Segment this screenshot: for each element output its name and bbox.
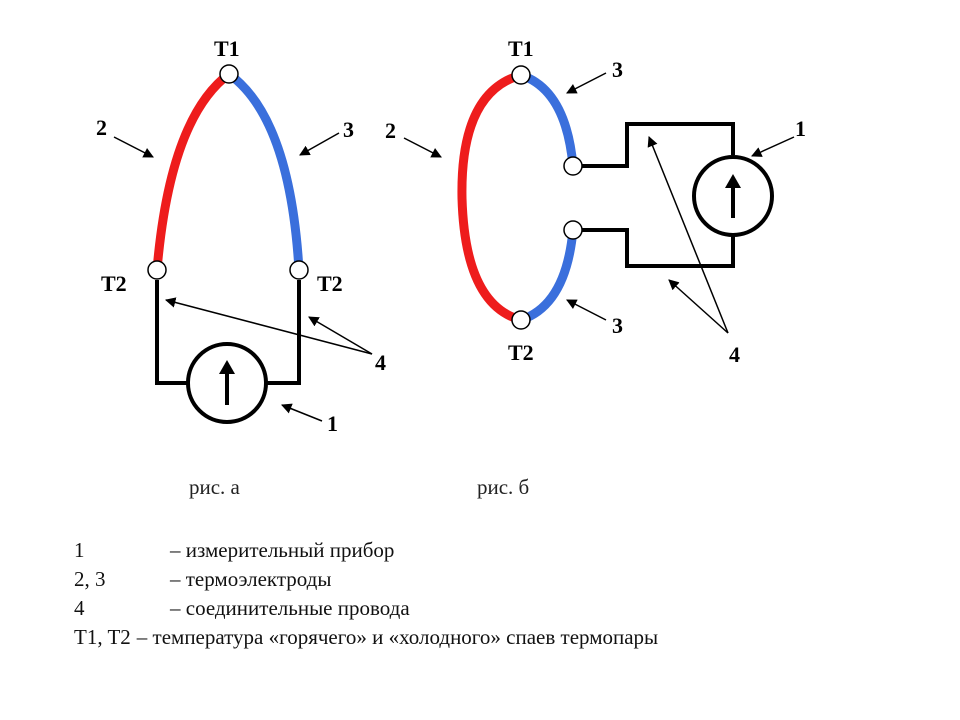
electrode-3-blue-top — [516, 70, 578, 171]
figure-b: T1 T2 2 3 3 4 1 рис. б — [385, 36, 806, 499]
arrow-label-2 — [403, 137, 442, 158]
up-arrow-icon — [725, 174, 741, 218]
cold-junction-t2-left — [147, 260, 167, 280]
label-4: 4 — [375, 350, 386, 375]
arrow-label-1 — [281, 403, 323, 422]
arrow-label-4-a — [164, 297, 373, 355]
legend-row: 4 – соединительные провода — [74, 594, 658, 623]
legend-row: T1, T2 – температура «горячего» и «холод… — [74, 623, 658, 652]
caption-b: рис. б — [477, 475, 529, 499]
arrow-label-3-bottom — [566, 299, 607, 321]
legend-key: 2, 3 — [74, 567, 106, 591]
label-1: 1 — [327, 411, 338, 436]
caption-a: рис. а — [189, 475, 241, 499]
terminal-top — [563, 156, 583, 176]
cold-junction-t2 — [511, 310, 531, 330]
electrode-3-blue-bottom — [516, 225, 578, 325]
legend-text: – температура «горячего» и «холодного» с… — [136, 625, 659, 649]
connecting-wire-bottom — [582, 228, 735, 268]
label-4: 4 — [729, 342, 740, 367]
arrow-label-4-b — [668, 279, 729, 334]
arrow-label-1 — [751, 136, 795, 157]
connecting-wire-left — [155, 280, 188, 385]
label-t2-left: T2 — [101, 271, 127, 296]
arrow-label-4-a — [647, 136, 729, 334]
legend-text: – термоэлектроды — [170, 567, 332, 591]
arrow-label-3 — [299, 132, 340, 156]
label-3-top: 3 — [612, 57, 623, 82]
arrow-label-4-b — [308, 316, 373, 355]
electrode-2-red — [457, 70, 526, 325]
hot-junction-t1 — [511, 65, 531, 85]
connecting-wire-right — [266, 280, 301, 385]
electrode-2-red — [152, 69, 234, 275]
legend-text: – соединительные провода — [170, 596, 410, 620]
connecting-wire-top — [582, 122, 735, 168]
label-t2: T2 — [508, 340, 534, 365]
label-t1: T1 — [508, 36, 534, 61]
legend-key: 4 — [74, 596, 85, 620]
label-3: 3 — [343, 117, 354, 142]
legend-row: 1 – измерительный прибор — [74, 536, 658, 565]
label-3-bottom: 3 — [612, 313, 623, 338]
hot-junction-t1 — [219, 64, 239, 84]
electrode-3-blue — [224, 69, 304, 275]
arrow-label-2 — [113, 136, 154, 158]
cold-junction-t2-right — [289, 260, 309, 280]
legend-key: 1 — [74, 538, 85, 562]
terminal-bottom — [563, 220, 583, 240]
label-2: 2 — [385, 118, 396, 143]
legend-row: 2, 3 – термоэлектроды — [74, 565, 658, 594]
label-t2-right: T2 — [317, 271, 343, 296]
legend-text: – измерительный прибор — [170, 538, 395, 562]
legend: 1 – измерительный прибор 2, 3 – термоэле… — [74, 536, 658, 652]
label-2: 2 — [96, 115, 107, 140]
figure-a: T1 T2 T2 2 3 4 1 рис. а — [96, 36, 386, 499]
up-arrow-icon — [219, 360, 235, 405]
label-1: 1 — [795, 116, 806, 141]
label-t1: T1 — [214, 36, 240, 61]
legend-key: T1, T2 — [74, 625, 131, 649]
arrow-label-3-top — [566, 72, 607, 94]
